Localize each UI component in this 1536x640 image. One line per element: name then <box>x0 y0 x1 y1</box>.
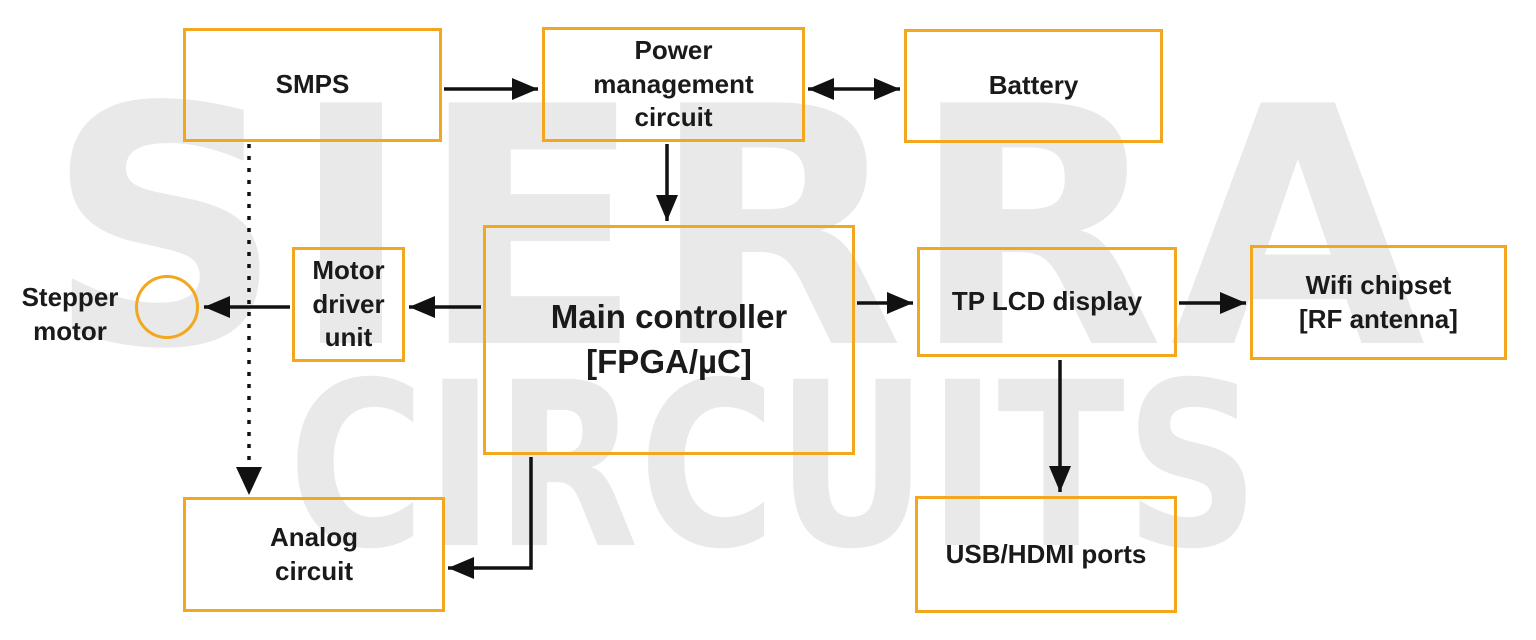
node-usb-hdmi-ports-label: USB/HDMI ports <box>945 538 1147 569</box>
node-main-controller-label: Main controller [FPGA/µC] <box>550 298 788 380</box>
node-wifi-chipset-label: Wifi chipset [RF antenna] <box>1299 269 1458 334</box>
node-analog-circuit: Analog circuit <box>183 497 445 612</box>
node-tp-lcd-display: TP LCD display <box>917 247 1177 357</box>
node-motor-driver-unit: Motor driver unit <box>292 247 405 362</box>
node-main-controller: Main controller [FPGA/µC] <box>483 225 855 455</box>
edge-smps-to-analog-arrowhead <box>236 467 262 495</box>
node-smps: SMPS <box>183 28 442 142</box>
stepper-motor-label: Stepper motor <box>21 282 119 346</box>
node-battery-label: Battery <box>988 70 1079 101</box>
node-wifi-chipset: Wifi chipset [RF antenna] <box>1250 245 1507 360</box>
edge-main-to-analog-arrow <box>448 457 533 579</box>
stepper-motor-circle <box>135 275 199 339</box>
node-usb-hdmi-ports: USB/HDMI ports <box>915 496 1177 613</box>
node-analog-circuit-label: Analog circuit <box>269 521 359 586</box>
node-tp-lcd-display-label: TP LCD display <box>951 286 1143 317</box>
node-motor-driver-unit-label: Motor driver unit <box>312 254 385 353</box>
node-power-management-circuit: Power management circuit <box>542 27 805 142</box>
node-smps-label: SMPS <box>275 69 350 100</box>
node-power-management-circuit-label: Power management circuit <box>593 34 754 133</box>
watermark-circuits: CIRCUITS <box>288 333 1260 599</box>
watermark-sierra: SIERRA <box>46 37 1432 421</box>
node-battery: Battery <box>904 29 1163 143</box>
